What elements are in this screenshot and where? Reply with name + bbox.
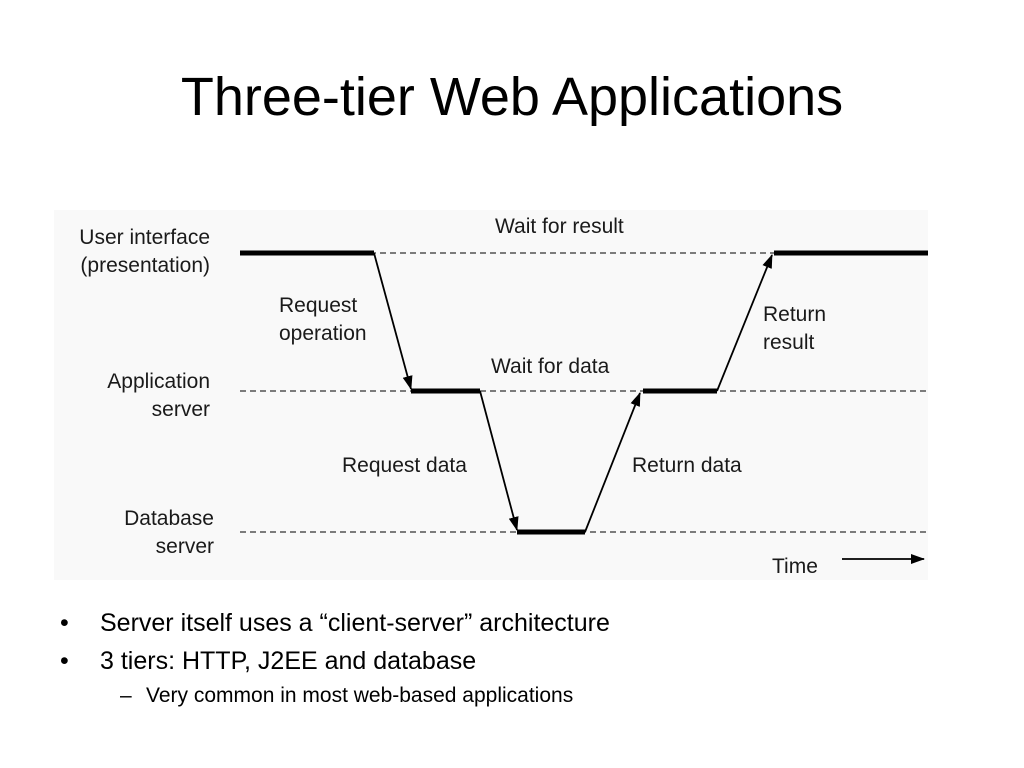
bullet-text: Server itself uses a “client-server” arc…	[100, 609, 610, 637]
sub-bullet-item: – Very common in most web-based applicat…	[60, 680, 1000, 712]
return-data-label: Return data	[632, 454, 742, 477]
request-operation-arrow	[373, 252, 413, 390]
bullet-item: • 3 tiers: HTTP, J2EE and database	[60, 642, 1000, 680]
return-result-arrow	[716, 254, 773, 392]
return-data-arrow	[584, 392, 641, 533]
wait-for-data-label: Wait for data	[491, 355, 610, 378]
sub-bullet-marker: –	[120, 684, 132, 707]
bullet-list: • Server itself uses a “client-server” a…	[60, 604, 1000, 712]
time-label: Time	[772, 555, 818, 578]
request-data-label: Request data	[342, 454, 467, 477]
bullet-item: • Server itself uses a “client-server” a…	[60, 604, 1000, 642]
tier-label-database-server: Database server	[124, 507, 214, 558]
bullet-text: 3 tiers: HTTP, J2EE and database	[100, 647, 477, 675]
tier-label-application-server: Application server	[107, 370, 210, 421]
tier-label-user-interface: User interface (presentation)	[79, 226, 210, 277]
timing-diagram-graphic	[240, 250, 928, 564]
request-data-arrow	[479, 390, 519, 531]
request-operation-label: Request operation	[279, 294, 367, 345]
sub-bullet-text: Very common in most web-based applicatio…	[146, 684, 574, 707]
bullet-marker: •	[60, 647, 69, 675]
bullet-marker: •	[60, 609, 69, 637]
wait-for-result-label: Wait for result	[495, 215, 624, 238]
return-result-label: Return result	[763, 303, 827, 354]
slide-title: Three-tier Web Applications	[180, 67, 844, 127]
three-tier-timing-diagram: User interface (presentation) Applicatio…	[54, 210, 928, 580]
